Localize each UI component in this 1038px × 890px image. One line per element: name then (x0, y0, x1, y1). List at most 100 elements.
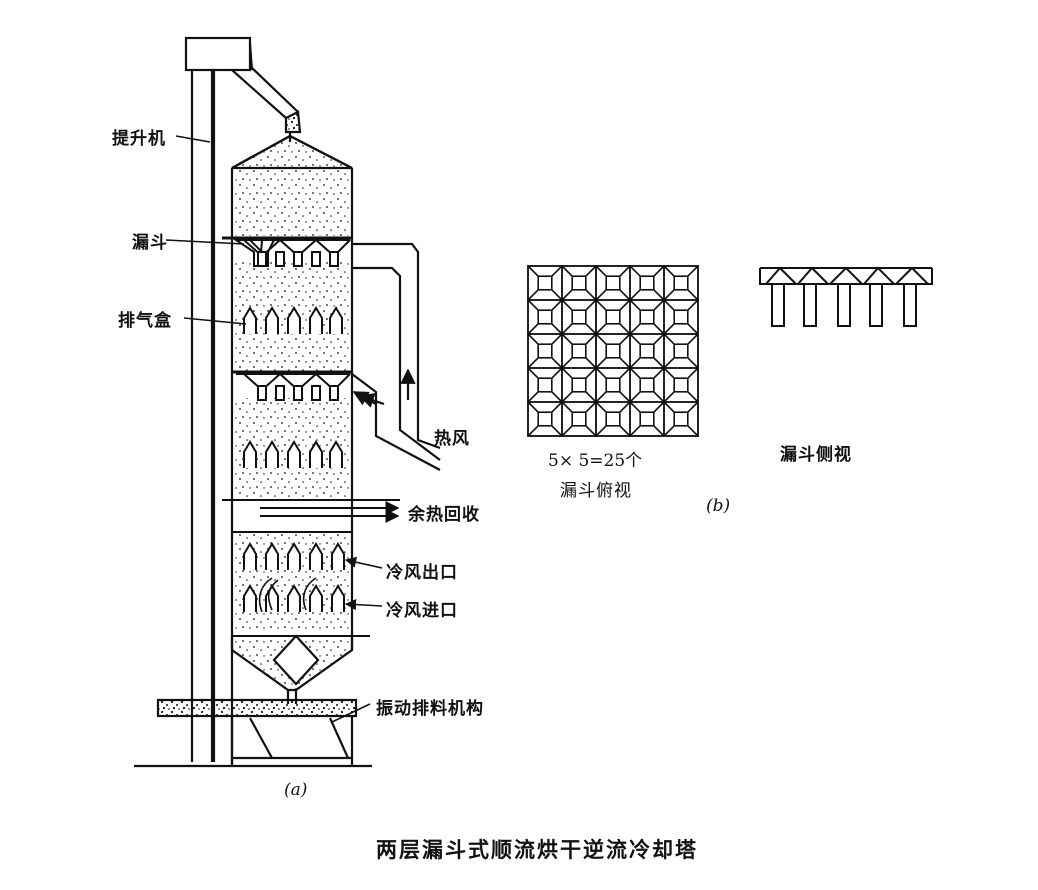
hopper-edge (585, 333, 597, 345)
hopper-edge (619, 289, 631, 301)
hopper-edge (551, 357, 563, 369)
hopper-edge (551, 265, 563, 277)
hopper-edge (527, 289, 539, 301)
hopper-edge (687, 299, 699, 311)
hopper-edge (653, 425, 665, 437)
hopper-edge (653, 333, 665, 345)
hopper-edge (551, 401, 563, 413)
hopper-edge (527, 391, 539, 403)
hopper-edge (619, 265, 631, 277)
hopper-outlet (605, 309, 621, 325)
hopper-edge (687, 391, 699, 403)
hopper-edge (653, 357, 665, 369)
label-part-a: (a) (284, 780, 308, 800)
hopper-edge (585, 367, 597, 379)
hopper-edge (687, 367, 699, 379)
hopper-edge (629, 367, 641, 379)
label-heat-recovery: 余热回收 (408, 505, 480, 525)
hopper-edge (629, 425, 641, 437)
hopper-edge (629, 401, 641, 413)
label-hopper-top-view: 漏斗俯视 (560, 481, 632, 501)
hopper-edge (663, 323, 675, 335)
hopper-edge (629, 333, 641, 345)
hopper-edge (595, 367, 607, 379)
hopper-edge (653, 265, 665, 277)
hopper-edge (653, 289, 665, 301)
hopper-edge (595, 391, 607, 403)
hopper-edge (687, 265, 699, 277)
hopper-edge (595, 299, 607, 311)
hopper-edge (527, 299, 539, 311)
hopper-edge (619, 333, 631, 345)
hopper-edge (561, 289, 573, 301)
hopper-outlet (639, 343, 655, 359)
label-vibrating-discharge: 振动排料机构 (376, 699, 484, 719)
hopper-edge (585, 391, 597, 403)
label-cold-air-outlet: 冷风出口 (386, 563, 458, 583)
hopper-edge (663, 367, 675, 379)
hopper-edge (561, 265, 573, 277)
exhaust-boxes (243, 306, 345, 612)
hopper-edge (595, 357, 607, 369)
hopper-outlet (673, 377, 689, 393)
cooling-flow-curves (258, 577, 317, 613)
hopper-edge (527, 425, 539, 437)
hopper-outlet (537, 275, 553, 291)
hopper-edge (551, 367, 563, 379)
hopper-edge (663, 299, 675, 311)
hopper-edge (527, 265, 539, 277)
hopper-edge (561, 333, 573, 345)
hopper-outlet (605, 275, 621, 291)
hopper-edge (619, 367, 631, 379)
hopper-edge (619, 299, 631, 311)
hopper-edge (561, 357, 573, 369)
hot-air-duct (351, 242, 441, 471)
hopper-outlet (537, 343, 553, 359)
hopper-outlet (673, 275, 689, 291)
hopper-edge (585, 357, 597, 369)
hopper-edge (663, 289, 675, 301)
hopper-edge (551, 333, 563, 345)
hopper-edge (629, 357, 641, 369)
hopper-edge (653, 323, 665, 335)
hopper-top-view-grid (527, 265, 699, 437)
hopper-side-view (759, 266, 933, 327)
hopper-edge (619, 401, 631, 413)
hopper-outlet (639, 275, 655, 291)
hopper-outlet (639, 377, 655, 393)
hopper-edge (629, 391, 641, 403)
hopper-edge (551, 391, 563, 403)
hopper-edge (619, 357, 631, 369)
hopper-outlet (673, 411, 689, 427)
hopper-edge (595, 401, 607, 413)
hopper-edge (619, 323, 631, 335)
upper-hoppers (232, 238, 351, 267)
hopper-edge (551, 299, 563, 311)
hopper-edge (619, 391, 631, 403)
hopper-edge (595, 265, 607, 277)
hopper-edge (561, 367, 573, 379)
hopper-edge (663, 265, 675, 277)
hopper-outlet (571, 309, 587, 325)
hopper-outlet (571, 275, 587, 291)
middle-hoppers (236, 372, 351, 401)
hopper-outlet (673, 309, 689, 325)
hopper-edge (585, 425, 597, 437)
hopper-outlet (639, 309, 655, 325)
hopper-edge (687, 333, 699, 345)
hopper-edge (595, 323, 607, 335)
label-hopper: 漏斗 (132, 233, 168, 253)
hopper-edge (687, 425, 699, 437)
hopper-edge (595, 425, 607, 437)
hopper-edge (527, 333, 539, 345)
hopper-edge (585, 323, 597, 335)
label-hot-air: 热风 (434, 429, 470, 449)
hopper-edge (585, 401, 597, 413)
hopper-outlet (673, 343, 689, 359)
hopper-outlet (571, 343, 587, 359)
grid-cell (663, 401, 699, 437)
hopper-edge (561, 299, 573, 311)
hopper-edge (551, 289, 563, 301)
hopper-edge (527, 367, 539, 379)
